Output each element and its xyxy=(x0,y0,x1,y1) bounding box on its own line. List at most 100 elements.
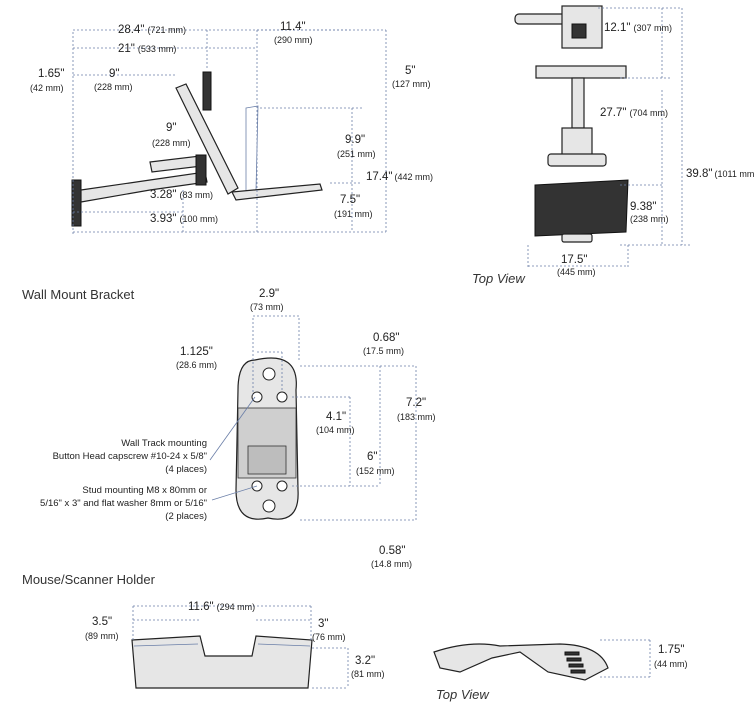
mouse-holder: 11.6"(294 mm) 3.5" (89 mm) 3" (76 mm) 3.… xyxy=(85,601,688,702)
top-arm xyxy=(571,77,585,129)
top-d3-main: 39.8" xyxy=(686,168,712,180)
side-lower-arm xyxy=(80,171,208,203)
holder-d4-sub: (81 mm) xyxy=(351,669,385,679)
side-d4-main: 1.65" xyxy=(38,68,64,80)
side-keyboard-back xyxy=(245,105,259,193)
side-d6-main: 5" xyxy=(405,65,415,77)
bracket-hole-ul xyxy=(251,391,263,403)
svg-text:3.93"(100 mm): 3.93"(100 mm) xyxy=(150,213,218,225)
side-monitor-mount xyxy=(202,71,212,111)
side-d12-sub: (100 mm) xyxy=(179,214,218,224)
top-d3-sub: (1011 mm) xyxy=(714,169,754,179)
holder-d3-sub: (76 mm) xyxy=(312,632,346,642)
bracket-d6-main: 6" xyxy=(367,451,377,463)
side-mid-arm xyxy=(149,155,203,173)
top-d2-sub: (704 mm) xyxy=(629,108,668,118)
side-upper-arm xyxy=(175,83,239,195)
side-d5-sub: (228 mm) xyxy=(94,82,133,92)
side-d12-main: 3.93" xyxy=(150,213,176,225)
bracket-note2-line3: (2 places) xyxy=(165,511,207,522)
holder-d4-main: 3.2" xyxy=(355,655,375,667)
bracket-note2-line2: 5/16" x 3" and flat washer 8mm or 5/16" xyxy=(40,498,207,509)
bracket-d1-main: 2.9" xyxy=(259,288,279,300)
bracket-note2-line1: Stud mounting M8 x 80mm or xyxy=(82,485,207,496)
bracket-note1-line2: Button Head capscrew #10-24 x 5/8" xyxy=(53,451,207,462)
holder-d1-main: 11.6" xyxy=(188,601,214,613)
svg-text:11.6"(294 mm): 11.6"(294 mm) xyxy=(188,601,255,613)
svg-text:3.28"(83 mm): 3.28"(83 mm) xyxy=(150,189,213,201)
bracket-d1-sub: (73 mm) xyxy=(250,302,284,312)
side-d10-main: 3.28" xyxy=(150,189,176,201)
holder-top-view xyxy=(433,643,609,681)
top-d1-main: 12.1" xyxy=(604,22,630,34)
bracket-d2-main: 1.125" xyxy=(180,346,213,358)
bracket-d3-main: 0.68" xyxy=(373,332,399,344)
side-d7-sub: (228 mm) xyxy=(152,138,191,148)
side-d9-main: 17.4" xyxy=(366,171,392,183)
mouse-holder-title: Mouse/Scanner Holder xyxy=(22,572,156,587)
svg-text:12.1"(307 mm): 12.1"(307 mm) xyxy=(604,22,672,34)
side-d8-sub: (251 mm) xyxy=(337,149,376,159)
side-d5-main: 9" xyxy=(109,68,119,80)
side-wall-plate xyxy=(71,179,82,227)
holder-slot xyxy=(570,669,586,674)
top-d4-sub: (238 mm) xyxy=(630,214,669,224)
side-d8-main: 9.9" xyxy=(345,134,365,146)
bracket-d4-main: 4.1" xyxy=(326,411,346,423)
side-d9-sub: (442 mm) xyxy=(394,172,433,182)
top-tray-handle xyxy=(561,233,593,243)
side-d1-sub: (721 mm) xyxy=(147,25,186,35)
top-keyboard-tray xyxy=(534,179,629,237)
holder-d3-main: 3" xyxy=(318,618,328,630)
holder-slot xyxy=(566,657,582,662)
bracket-hole-top xyxy=(262,367,276,381)
wall-bracket: 2.9" (73 mm) 1.125" (28.6 mm) 0.68" (17.… xyxy=(40,288,435,569)
bracket-hole-lr xyxy=(276,480,288,492)
top-view: 12.1"(307 mm) 27.7"(704 mm) 39.8"(1011 m… xyxy=(472,5,754,286)
holder-d2-main: 3.5" xyxy=(92,616,112,628)
bracket-note1-line1: Wall Track mounting xyxy=(121,438,207,449)
top-d5-main: 17.5" xyxy=(561,254,587,266)
top-d1-sub: (307 mm) xyxy=(633,23,672,33)
side-keyboard-tray xyxy=(231,183,323,201)
side-d1-main: 28.4" xyxy=(118,24,144,36)
svg-text:39.8"(1011 mm): 39.8"(1011 mm) xyxy=(686,168,754,180)
svg-text:28.4"(721 mm): 28.4"(721 mm) xyxy=(118,24,186,36)
side-d7-main: 9" xyxy=(166,122,176,134)
side-d3-main: 11.4" xyxy=(280,21,306,33)
svg-text:27.7"(704 mm): 27.7"(704 mm) xyxy=(600,107,668,119)
bracket-hole-ur xyxy=(276,391,288,403)
side-d2-sub: (533 mm) xyxy=(138,44,177,54)
side-d11-main: 7.5" xyxy=(340,194,360,206)
side-d2-main: 21" xyxy=(118,43,135,55)
top-d5-sub: (445 mm) xyxy=(557,267,596,277)
holder-d1-sub: (294 mm) xyxy=(217,602,256,612)
side-joint xyxy=(195,154,207,186)
holder-d5-sub: (44 mm) xyxy=(654,659,688,669)
bracket-window xyxy=(247,445,287,475)
side-d10-sub: (83 mm) xyxy=(179,190,213,200)
holder-slot xyxy=(568,663,584,668)
svg-text:17.4"(442 mm): 17.4"(442 mm) xyxy=(366,171,433,183)
holder-front-view xyxy=(131,635,313,689)
bracket-d4-sub: (104 mm) xyxy=(316,425,355,435)
holder-slot xyxy=(564,651,580,656)
side-d3-sub: (290 mm) xyxy=(274,35,313,45)
side-view: 28.4"(721 mm) 21"(533 mm) 11.4" (290 mm)… xyxy=(30,21,433,235)
holder-d2-sub: (89 mm) xyxy=(85,631,119,641)
bracket-d7-main: 0.58" xyxy=(379,545,405,557)
bracket-hole-bottom xyxy=(262,499,276,513)
bracket-d6-sub: (152 mm) xyxy=(356,466,395,476)
top-monitor-plate xyxy=(535,65,627,79)
bracket-d5-main: 7.2" xyxy=(406,397,426,409)
svg-text:21"(533 mm): 21"(533 mm) xyxy=(118,43,176,55)
bracket-d3-sub: (17.5 mm) xyxy=(363,346,404,356)
bracket-d5-sub: (183 mm) xyxy=(397,412,436,422)
top-view-label: Top View xyxy=(472,271,526,286)
holder-d5-main: 1.75" xyxy=(658,644,684,656)
bracket-d2-sub: (28.6 mm) xyxy=(176,360,217,370)
bracket-d7-sub: (14.8 mm) xyxy=(371,559,412,569)
top-mouse-holder xyxy=(547,153,607,167)
top-d4-main: 9.38" xyxy=(630,201,656,213)
